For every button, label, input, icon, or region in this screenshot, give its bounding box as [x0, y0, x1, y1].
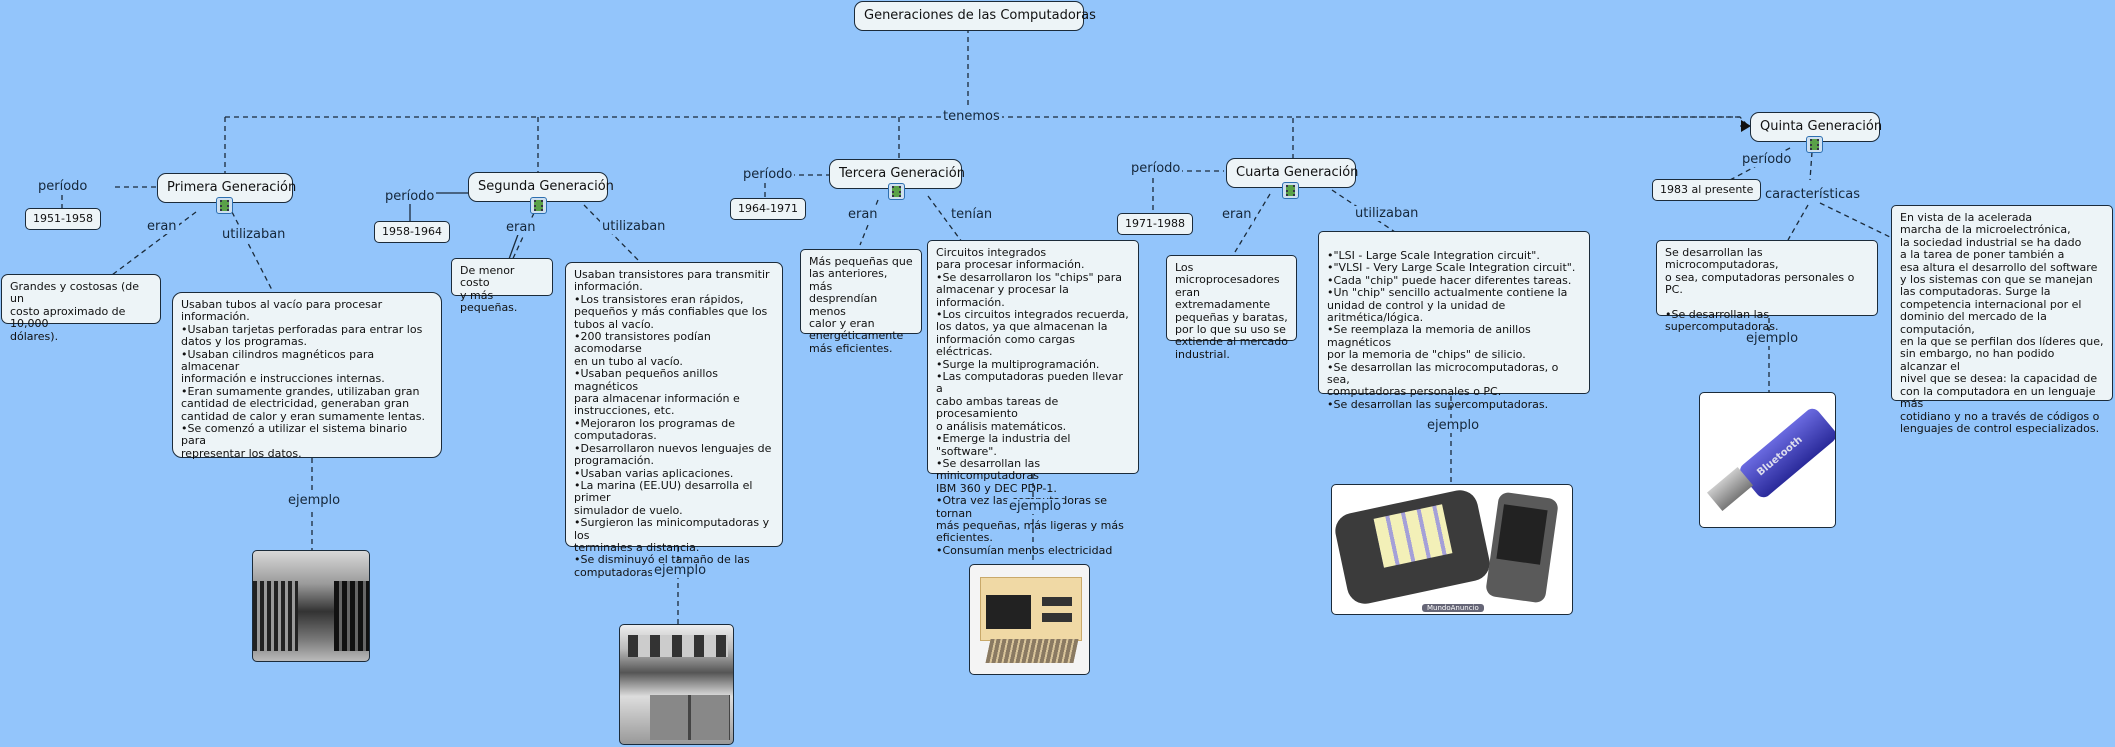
media-icon[interactable] — [1282, 182, 1299, 199]
gen3-period-label: período — [741, 167, 795, 182]
gen1-text-a[interactable]: Grandes y costosas (de un costo aproxima… — [1, 274, 161, 342]
root-node[interactable]: Generaciones de las Computadoras — [854, 1, 1096, 31]
gen1-text-b[interactable]: Usaban tubos al vacío para procesar info… — [172, 292, 442, 460]
gen4-link-b: utilizaban — [1353, 206, 1421, 221]
gen4-text-a[interactable]: Los microprocesadores eran extremadament… — [1166, 255, 1297, 361]
gen5-period-label: período — [1740, 152, 1794, 167]
link-label-tenemos: tenemos — [941, 109, 1002, 124]
gen3-link-a: eran — [846, 207, 880, 222]
gen5-period[interactable]: 1983 al presente — [1652, 179, 1762, 202]
gen5-example-image[interactable]: Bluetooth — [1699, 392, 1836, 528]
gen4-example-image[interactable]: MundoAnuncio — [1331, 484, 1573, 615]
gen1-period[interactable]: 1951-1958 — [25, 208, 101, 231]
image-caption: Bluetooth — [1755, 434, 1805, 479]
gen2-example-label: ejemplo — [652, 563, 709, 578]
gen2-text-a[interactable]: De menor costo y más pequeñas. — [451, 258, 553, 314]
arrow-head — [1741, 120, 1751, 132]
gen3-node[interactable]: Tercera Generación — [829, 159, 965, 189]
media-icon[interactable] — [216, 197, 233, 214]
gen3-text-a[interactable]: Más pequeñas que las anteriores, más des… — [800, 249, 922, 355]
gen5-link-a: características — [1763, 187, 1862, 202]
gen1-example-label: ejemplo — [286, 493, 343, 508]
gen1-example-image[interactable] — [252, 550, 370, 662]
gen3-link-b: tenían — [949, 207, 995, 222]
gen2-link-a: eran — [504, 220, 538, 235]
gen2-text-b[interactable]: Usaban transistores para transmitir info… — [565, 262, 783, 578]
gen2-link-b: utilizaban — [600, 219, 668, 234]
media-icon[interactable] — [888, 183, 905, 200]
gen2-example-image[interactable] — [619, 624, 734, 745]
gen4-link-a: eran — [1220, 207, 1254, 222]
media-icon[interactable] — [530, 197, 547, 214]
gen1-link-a: eran — [145, 219, 179, 234]
image-caption: MundoAnuncio — [1422, 604, 1484, 612]
gen4-period[interactable]: 1971-1988 — [1117, 213, 1193, 236]
gen3-text-b[interactable]: Circuitos integrados para procesar infor… — [927, 240, 1139, 556]
gen2-period-label: período — [383, 189, 437, 204]
gen3-example-image[interactable] — [969, 564, 1090, 675]
gen4-example-label: ejemplo — [1425, 418, 1482, 433]
gen4-text-b[interactable]: •"LSI - Large Scale Integration circuit"… — [1318, 231, 1590, 411]
gen3-example-label: ejemplo — [1007, 499, 1064, 514]
gen3-period[interactable]: 1964-1971 — [730, 198, 806, 221]
gen5-example-label: ejemplo — [1744, 331, 1801, 346]
gen5-text-a[interactable]: Se desarrollan las microcomputadoras, o … — [1656, 240, 1878, 333]
gen5-text-c[interactable]: En vista de la acelerada marcha de la mi… — [1891, 205, 2113, 435]
media-icon[interactable] — [1806, 136, 1823, 153]
gen2-period[interactable]: 1958-1964 — [374, 221, 450, 244]
gen4-period-label: período — [1129, 161, 1183, 176]
gen1-period-label: período — [36, 179, 90, 194]
gen1-link-b: utilizaban — [220, 227, 288, 242]
